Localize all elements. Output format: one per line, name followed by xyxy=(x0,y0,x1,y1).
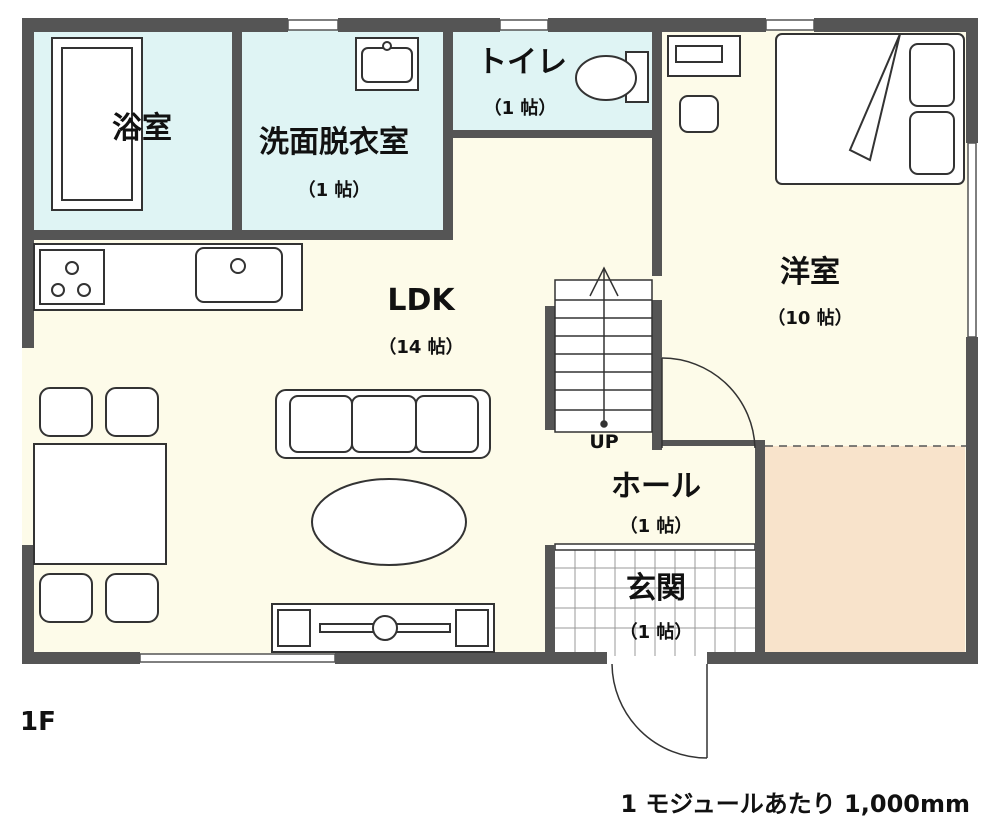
kitchen-counter xyxy=(33,243,303,311)
dining-set xyxy=(33,387,167,623)
washroom-area: （1 帖） xyxy=(298,179,371,201)
toilet-label: トイレ xyxy=(477,45,567,80)
stairs-up-label: UP xyxy=(589,431,618,453)
entrance-step xyxy=(554,543,756,551)
toilet-fixture xyxy=(575,51,649,103)
floor-label: 1F xyxy=(20,707,56,737)
sofa xyxy=(275,389,491,459)
hall-label: ホール xyxy=(611,469,701,504)
scale-note: 1 モジュールあたり 1,000mm xyxy=(620,790,970,818)
toilet-area: （1 帖） xyxy=(484,97,557,119)
door-swings xyxy=(611,357,756,759)
interior-walls xyxy=(30,26,765,660)
bed xyxy=(775,33,965,185)
entrance-area: （1 帖） xyxy=(620,621,693,643)
western-label: 洋室 xyxy=(780,255,840,290)
exterior-walls xyxy=(22,18,978,664)
windows xyxy=(22,19,977,663)
hall-area: （1 帖） xyxy=(620,515,693,537)
bath-label: 浴室 xyxy=(112,111,172,146)
stairs xyxy=(554,266,653,433)
desk-set xyxy=(667,35,741,133)
entrance-tiles xyxy=(555,548,755,656)
washroom-label: 洗面脱衣室 xyxy=(259,125,409,160)
ldk-label: LDK xyxy=(387,283,456,318)
western-area: （10 帖） xyxy=(767,307,852,329)
ldk-area: （14 帖） xyxy=(378,336,463,358)
bathtub xyxy=(51,37,143,211)
entrance-label: 玄関 xyxy=(626,571,686,606)
washbasin xyxy=(355,37,419,91)
tv-stand xyxy=(271,603,495,653)
storage-floor xyxy=(765,446,965,652)
coffee-table xyxy=(311,478,467,566)
